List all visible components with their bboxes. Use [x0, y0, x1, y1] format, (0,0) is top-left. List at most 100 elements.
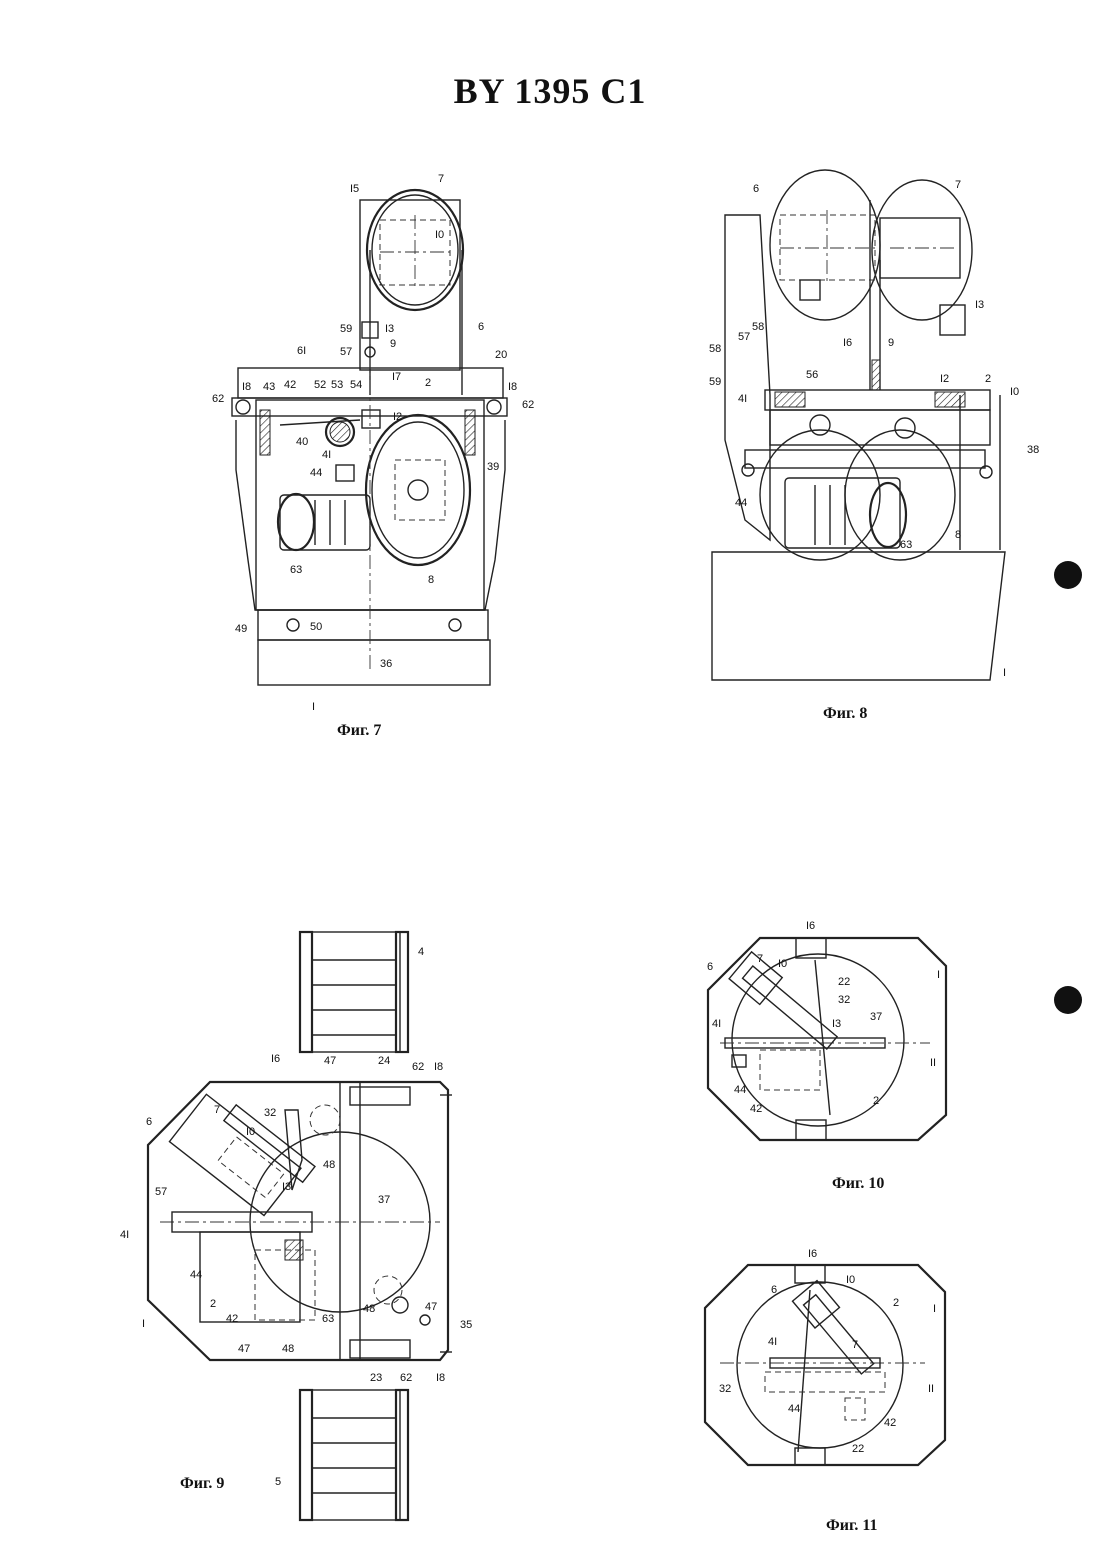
label: 62: [412, 1061, 424, 1073]
label: I8: [436, 1372, 445, 1384]
figure-8: 6 7 57 58 I3 58 59 I6 9 56 4I I2 2 I0 38…: [709, 170, 1039, 722]
label: I: [312, 701, 315, 713]
label: 43: [263, 381, 275, 393]
label: 6: [478, 321, 484, 333]
figure-10: I6 6 7 I0 22 32 I 4I I3 37 II 44 42 2 Фи…: [707, 920, 946, 1192]
label: 63: [900, 539, 912, 551]
label: 56: [806, 369, 818, 381]
label: 24: [378, 1055, 390, 1067]
label: I: [1003, 667, 1006, 679]
label: I6: [806, 920, 815, 932]
label: 48: [323, 1159, 335, 1171]
label: 52: [314, 379, 326, 391]
label: 40: [296, 436, 308, 448]
label: 4I: [768, 1336, 777, 1348]
label: I2: [393, 411, 402, 423]
label: 6: [707, 961, 713, 973]
label: 9: [390, 338, 396, 350]
label: 39: [487, 461, 499, 473]
label: 38: [1027, 444, 1039, 456]
label: 6: [146, 1116, 152, 1128]
label: 63: [290, 564, 302, 576]
label: 50: [310, 621, 322, 633]
label: 62: [400, 1372, 412, 1384]
label: I6: [271, 1053, 280, 1065]
label: 53: [331, 379, 343, 391]
label: 48: [282, 1343, 294, 1355]
label: I6: [808, 1248, 817, 1260]
label: 22: [838, 976, 850, 988]
figure-caption: Фиг. 9: [180, 1475, 224, 1492]
label: I: [142, 1318, 145, 1330]
label: 7: [438, 173, 444, 185]
label: I2: [940, 373, 949, 385]
label: 4I: [738, 393, 747, 405]
figure-11-labels: I6 6 I0 2 I 4I 7 II 32 44 42 22: [719, 1248, 936, 1455]
label: 58: [709, 343, 721, 355]
label: 32: [264, 1107, 276, 1119]
label: 7: [852, 1339, 858, 1351]
label: 44: [735, 497, 747, 509]
punch-hole-mark: [1054, 561, 1082, 589]
label: 4I: [712, 1018, 721, 1030]
punch-hole-mark: [1054, 986, 1082, 1014]
label: 44: [310, 467, 322, 479]
label: I0: [246, 1126, 255, 1138]
label: 44: [190, 1269, 202, 1281]
label: I0: [846, 1274, 855, 1286]
label: 62: [212, 393, 224, 405]
label: I8: [434, 1061, 443, 1073]
label: I3: [832, 1018, 841, 1030]
label: 42: [284, 379, 296, 391]
label: 47: [238, 1343, 250, 1355]
label: 9: [888, 337, 894, 349]
label: 36: [380, 658, 392, 670]
label: 5: [275, 1476, 281, 1488]
label: 2: [873, 1095, 879, 1107]
label: 47: [324, 1055, 336, 1067]
figure-caption: Фиг. 11: [826, 1517, 878, 1534]
label: 8: [955, 529, 961, 541]
label: 57: [738, 331, 750, 343]
label: 57: [340, 346, 352, 358]
label: I: [937, 969, 940, 981]
label: 32: [838, 994, 850, 1006]
label: 58: [752, 321, 764, 333]
label: 49: [235, 623, 247, 635]
label: I3: [282, 1181, 291, 1193]
label: 54: [350, 379, 362, 391]
figure-caption: Фиг. 8: [823, 705, 867, 722]
label: 2: [425, 377, 431, 389]
label: 59: [340, 323, 352, 335]
label: 57: [155, 1186, 167, 1198]
label: I0: [1010, 386, 1019, 398]
figure-9-labels: 4 I6 47 24 62 I8 6 7 32 I0 48 57 I3 37 4…: [120, 946, 472, 1488]
label: I7: [392, 371, 401, 383]
label: 42: [884, 1417, 896, 1429]
figure-11: I6 6 I0 2 I 4I 7 II 32 44 42 22 Фиг. 11: [705, 1248, 945, 1534]
label: 6: [753, 183, 759, 195]
label: 23: [370, 1372, 382, 1384]
label: 35: [460, 1319, 472, 1331]
label: I0: [778, 958, 787, 970]
label: 8: [428, 574, 434, 586]
label: 32: [719, 1383, 731, 1395]
label: 20: [495, 349, 507, 361]
label: I8: [242, 381, 251, 393]
label: 42: [750, 1103, 762, 1115]
label: 4I: [120, 1229, 129, 1241]
label: 2: [985, 373, 991, 385]
label: 44: [788, 1403, 800, 1415]
label: 2: [210, 1298, 216, 1310]
label: II: [928, 1383, 934, 1395]
label: 37: [870, 1011, 882, 1023]
label: 2: [893, 1297, 899, 1309]
figure-7: I5 7 I0 59 I3 6 57 9 20 I8 43 42 52 53 5…: [212, 173, 534, 739]
figure-10-labels: I6 6 7 I0 22 32 I 4I I3 37 II 44 42 2: [707, 920, 940, 1115]
label: 6I: [297, 345, 306, 357]
label: 47: [425, 1301, 437, 1313]
label: I: [933, 1303, 936, 1315]
label: 22: [852, 1443, 864, 1455]
label: 62: [522, 399, 534, 411]
